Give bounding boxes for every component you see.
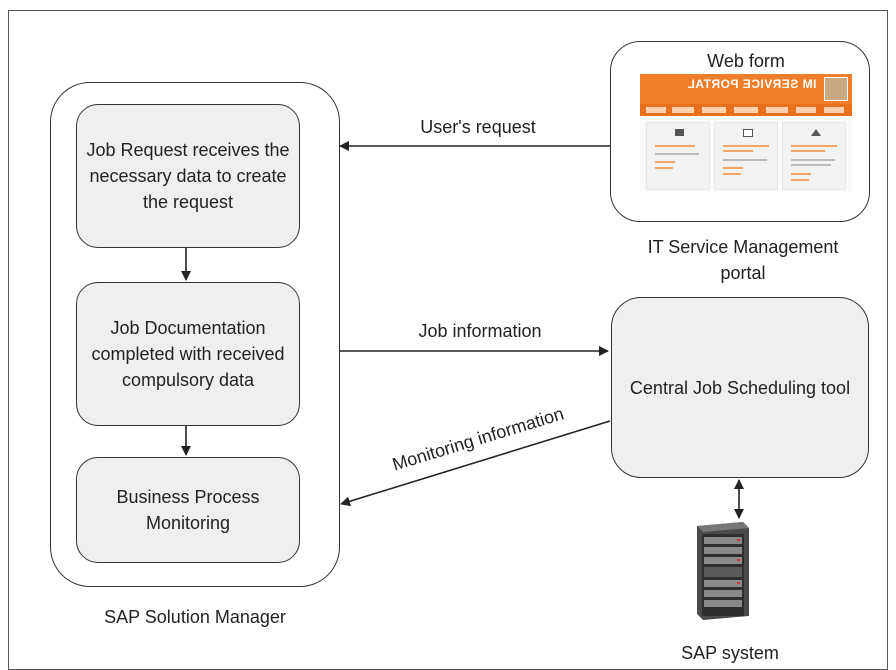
avatar-icon: [824, 77, 848, 101]
portal-header: IM SERVICE PORTAL: [640, 74, 852, 104]
job-request-text: Job Request receives the necessary data …: [86, 140, 290, 212]
server-rack-icon: [697, 522, 749, 620]
central-job-scheduling-text: Central Job Scheduling tool: [629, 377, 851, 398]
business-process-monitoring-box: Business Process Monitoring: [76, 457, 300, 563]
business-process-monitoring-text: Business Process Monitoring: [116, 487, 260, 533]
job-request-box: Job Request receives the necessary data …: [76, 104, 300, 248]
home-icon: [811, 129, 821, 136]
job-information-label: Job information: [418, 321, 542, 341]
arrow-monitoring-information: [340, 420, 611, 507]
server-small-icon: [675, 129, 684, 136]
users-request-label: User's request: [420, 117, 536, 137]
web-form-title: Web form: [707, 51, 785, 71]
job-documentation-box: Job Documentation completed with receive…: [76, 282, 300, 426]
portal-card-home: [782, 122, 846, 190]
portal-card-server: [646, 122, 710, 190]
job-documentation-text: Job Documentation completed with receive…: [91, 318, 285, 390]
itsm-portal-label: IT Service Management portal: [647, 237, 839, 283]
solution-manager-label: SAP Solution Manager: [104, 607, 286, 627]
portal-screenshot: IM SERVICE PORTAL: [640, 74, 852, 192]
central-job-scheduling-box: Central Job Scheduling tool: [611, 297, 869, 478]
sap-system-label: SAP system: [681, 643, 779, 663]
laptop-icon: [743, 129, 753, 137]
portal-nav: [640, 104, 852, 116]
portal-card-laptop: [714, 122, 778, 190]
